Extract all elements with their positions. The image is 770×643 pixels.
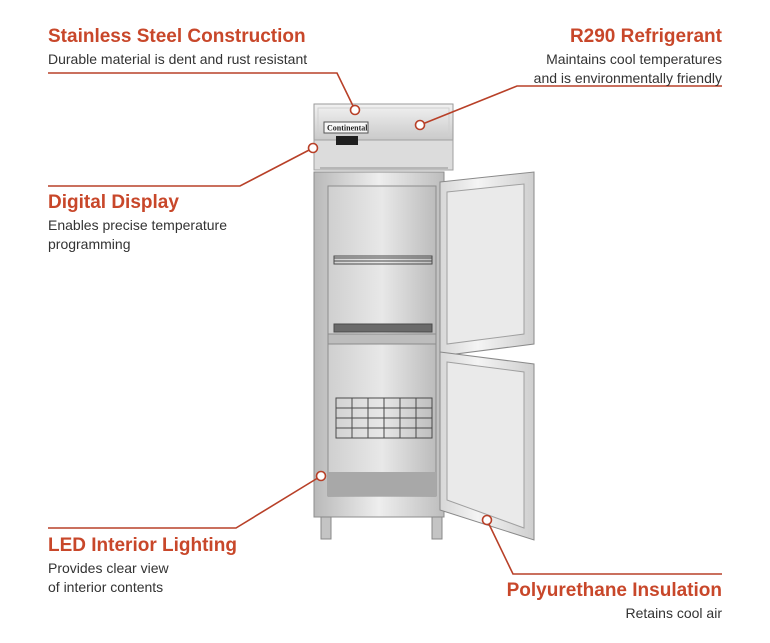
- marker-display: [307, 142, 319, 154]
- upper-door: [439, 171, 535, 357]
- brand-logo: Continental: [327, 124, 368, 133]
- feature-title: Polyurethane Insulation: [506, 580, 722, 601]
- feature-digital-display: Digital Display Enables precise temperat…: [48, 192, 227, 254]
- lower-door: [439, 351, 535, 541]
- feature-polyurethane-insulation: Polyurethane Insulation Retains cool air: [507, 580, 722, 623]
- feature-description: Retains cool air: [625, 605, 723, 621]
- feature-title: Digital Display: [48, 192, 179, 213]
- marker-led: [315, 470, 327, 482]
- feature-title: Stainless Steel Construction: [48, 26, 306, 47]
- digital-display-screen: [336, 136, 358, 145]
- leader-insulation: [486, 519, 722, 575]
- feature-stainless-steel: Stainless Steel Construction Durable mat…: [48, 26, 307, 69]
- feature-r290-refrigerant: R290 Refrigerant Maintains cool temperat…: [534, 26, 722, 88]
- feature-led-lighting: LED Interior Lighting Provides clear vie…: [48, 535, 237, 597]
- leader-refrigerant: [419, 85, 722, 126]
- wire-shelf-upper: [333, 255, 433, 333]
- leader-display: [48, 147, 314, 187]
- wire-shelf-lower: [335, 397, 433, 439]
- leader-steel: [48, 72, 356, 111]
- leader-led: [48, 475, 322, 529]
- marker-steel: [349, 104, 361, 116]
- feature-title: LED Interior Lighting: [48, 535, 237, 556]
- feature-title: R290 Refrigerant: [569, 26, 722, 47]
- cabinet-body: [313, 171, 445, 540]
- marker-insulation: [481, 514, 493, 526]
- marker-refrigerant: [414, 119, 426, 131]
- control-panel: Continental: [313, 103, 454, 171]
- feature-description: Durable material is dent and rust resist…: [48, 51, 308, 67]
